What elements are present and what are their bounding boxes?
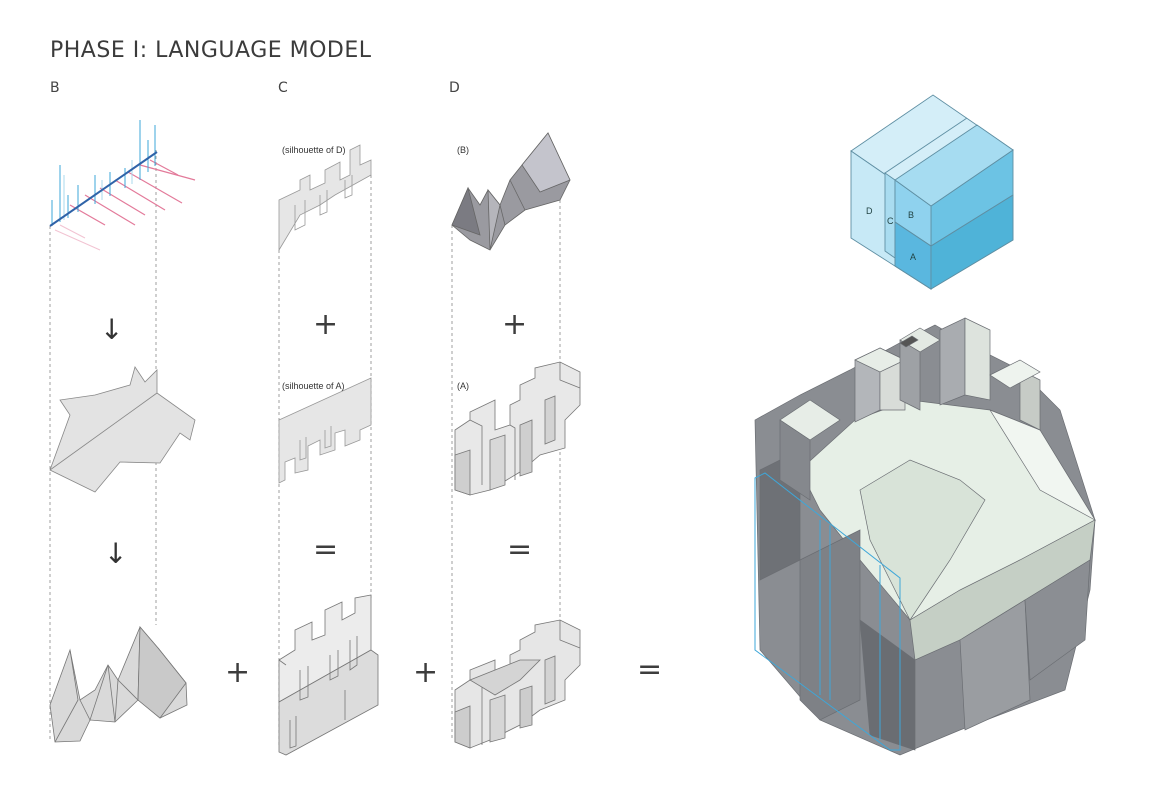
- equals-c: =: [313, 532, 339, 567]
- arrow-down-1: ↓: [100, 313, 124, 346]
- note-part-b: (B): [457, 145, 469, 155]
- combined-wall-graphic: [278, 594, 379, 756]
- silhouette-d-graphic: [278, 144, 372, 252]
- silhouette-a-graphic: [278, 377, 372, 484]
- note-silhouette-d: (silhouette of D): [282, 145, 346, 155]
- folded-surface-graphic: [49, 625, 188, 743]
- column-label-c: C: [278, 80, 288, 96]
- language-lines-graphic: [49, 120, 196, 251]
- plus-c: +: [313, 307, 339, 342]
- legend-cube-graphic: [850, 94, 1014, 290]
- cube-label-c: C: [887, 216, 894, 226]
- cube-label-d: D: [866, 206, 873, 216]
- note-part-a: (A): [457, 381, 469, 391]
- note-silhouette-a: (silhouette of A): [282, 381, 345, 391]
- equals-final: =: [637, 652, 663, 687]
- page-title: PHASE I: LANGUAGE MODEL: [50, 38, 372, 63]
- column-label-d: D: [449, 80, 460, 96]
- cube-label-b: B: [908, 210, 915, 220]
- plus-cd: +: [413, 655, 439, 690]
- final-massing-graphic: [754, 317, 1096, 756]
- arrow-down-2: ↓: [104, 537, 128, 570]
- cube-label-a: A: [910, 252, 917, 262]
- column-label-b: B: [50, 80, 60, 96]
- blocks-part-a-graphic: [454, 361, 581, 496]
- combined-blocks-graphic: [454, 619, 581, 749]
- flat-plane-graphic: [49, 366, 196, 493]
- plus-bc: +: [225, 655, 251, 690]
- folded-part-b-graphic: [451, 132, 571, 251]
- plus-d: +: [502, 307, 528, 342]
- massing-outline: [754, 472, 901, 751]
- equals-d: =: [507, 532, 533, 567]
